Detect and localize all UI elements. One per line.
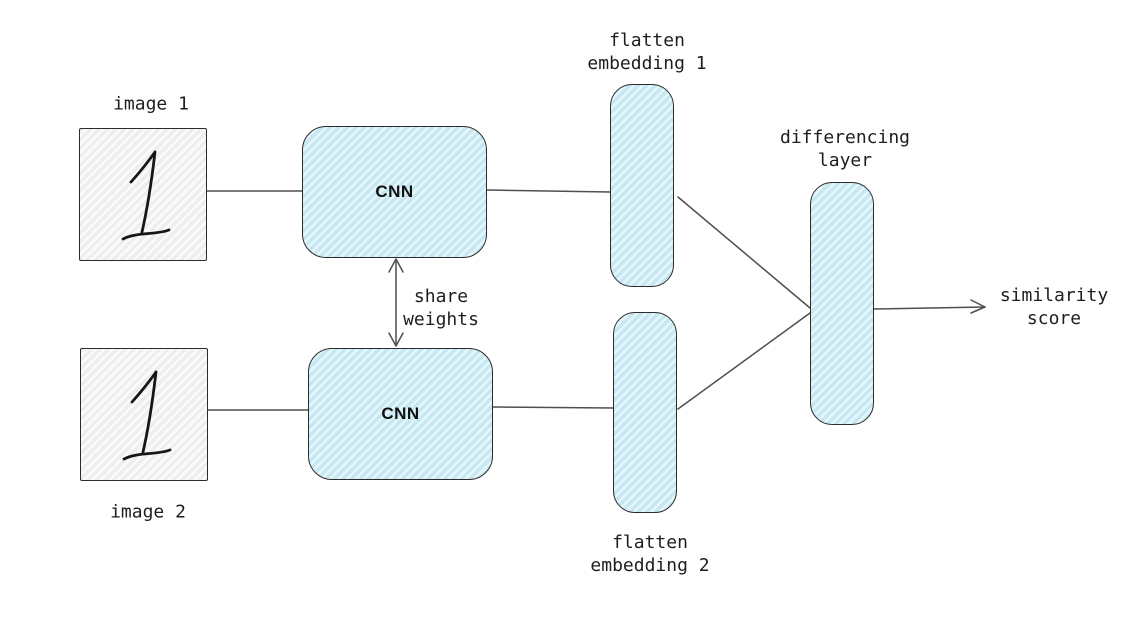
connector-flatten1-differencing: [677, 196, 811, 309]
node-flatten-embedding-2[interactable]: [613, 312, 677, 513]
cnn-1-label: CNN: [375, 182, 414, 201]
flatten-embedding-1-line2: embedding 1: [587, 53, 707, 74]
connector-output-arrow-shaft: [873, 306, 986, 310]
differencing-layer-line2: layer: [817, 150, 873, 171]
share-weights-arrowhead-bottom-icon: [388, 332, 404, 347]
node-differencing-layer[interactable]: [810, 182, 874, 425]
connector-cnn2-flatten2: [492, 406, 614, 409]
flatten-embedding-2-line2: embedding 2: [590, 555, 710, 576]
image-1-label: image 1: [113, 93, 189, 115]
node-cnn-1[interactable]: CNN: [302, 126, 487, 258]
similarity-score-line2: score: [1026, 308, 1082, 329]
connector-flatten2-differencing: [677, 312, 811, 410]
node-image-1[interactable]: [79, 128, 207, 261]
flatten-embedding-2-line1: flatten: [612, 532, 688, 553]
cnn-2-label: CNN: [381, 404, 420, 423]
node-image-2[interactable]: [80, 348, 208, 481]
handwritten-digit-1-icon: [121, 150, 171, 240]
share-weights-line1: share: [413, 286, 469, 307]
connector-cnn1-flatten1: [486, 189, 611, 193]
handwritten-digit-1-icon: [122, 370, 172, 460]
share-weights-arrowhead-top-icon: [388, 258, 404, 273]
image-2-label: image 2: [110, 501, 186, 523]
differencing-layer-line1: differencing: [779, 127, 911, 148]
output-arrowhead-icon: [970, 299, 986, 314]
node-flatten-embedding-1[interactable]: [610, 84, 674, 287]
flatten-embedding-1-line1: flatten: [609, 30, 685, 51]
share-weights-line2: weights: [403, 309, 479, 330]
similarity-score-line1: similarity: [999, 285, 1109, 306]
node-cnn-2[interactable]: CNN: [308, 348, 493, 480]
